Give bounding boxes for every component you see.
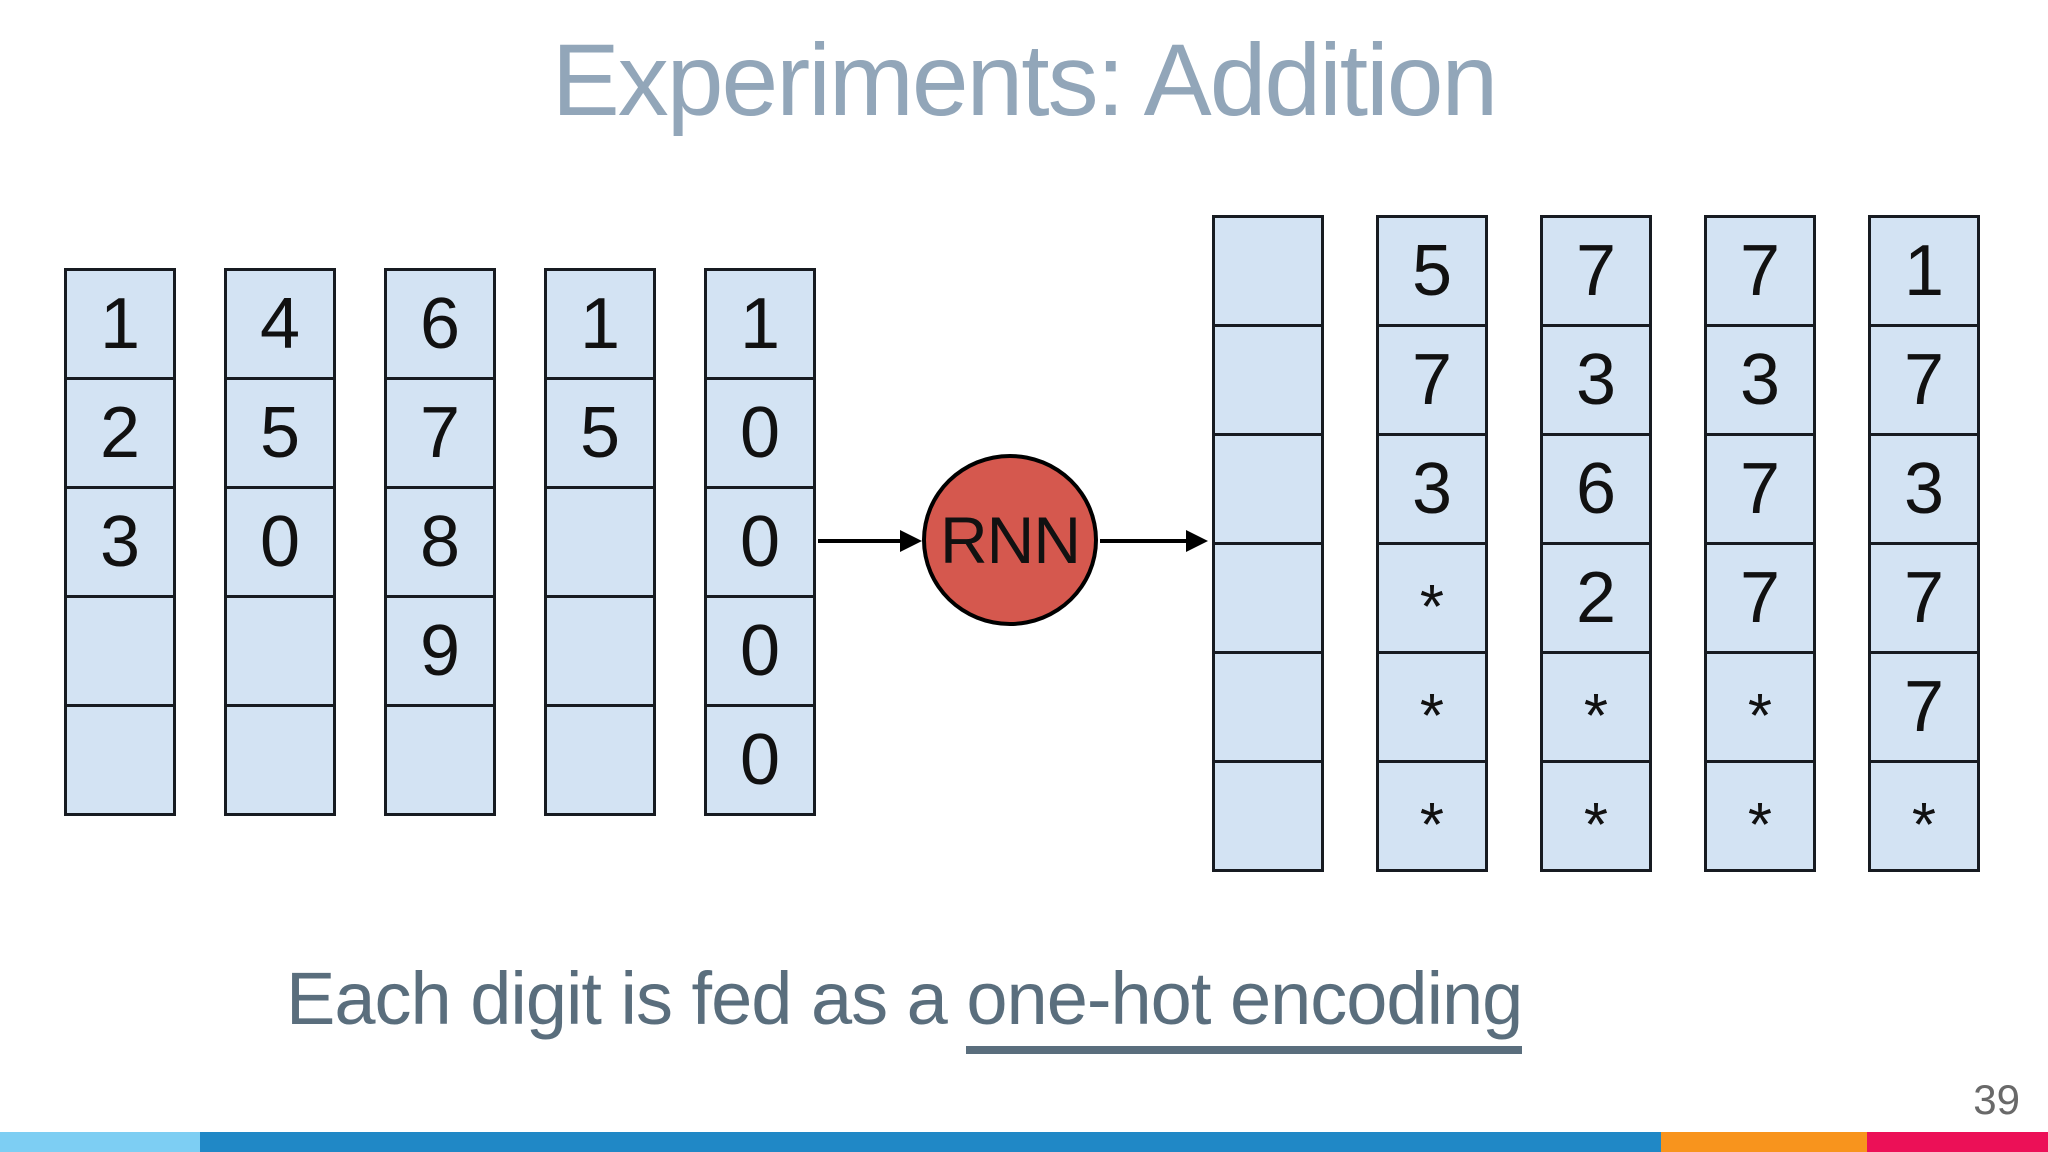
footer-color-bar: [0, 1132, 2048, 1152]
value-cell: 3: [1540, 324, 1652, 436]
rnn-to-output-arrow: [1100, 539, 1188, 543]
empty-cell: [1212, 542, 1324, 654]
value-cell: *: [1376, 651, 1488, 763]
value-cell: *: [1704, 651, 1816, 763]
empty-cell: [1212, 651, 1324, 763]
value-cell: 5: [1376, 215, 1488, 327]
value-cell: 7: [1376, 324, 1488, 436]
value-cell: 0: [704, 595, 816, 707]
value-cell: 5: [224, 377, 336, 489]
value-cell: 6: [1540, 433, 1652, 545]
value-cell: 7: [1704, 433, 1816, 545]
empty-cell: [384, 704, 496, 816]
value-cell: 3: [1868, 433, 1980, 545]
value-cell: *: [1704, 760, 1816, 872]
value-cell: 1: [544, 268, 656, 380]
value-cell: 1: [64, 268, 176, 380]
empty-cell: [1212, 215, 1324, 327]
value-cell: *: [1376, 542, 1488, 654]
value-cell: 7: [1868, 542, 1980, 654]
value-cell: 1: [1868, 215, 1980, 327]
footer-bar-segment-pink: [1867, 1132, 2048, 1152]
value-cell: *: [1540, 760, 1652, 872]
value-cell: 3: [1376, 433, 1488, 545]
value-cell: 0: [704, 377, 816, 489]
empty-cell: [64, 704, 176, 816]
value-cell: 7: [1868, 324, 1980, 436]
rnn-to-output-arrowhead-icon: [1186, 530, 1208, 552]
value-cell: 1: [704, 268, 816, 380]
value-cell: 7: [1540, 215, 1652, 327]
value-cell: 7: [1704, 215, 1816, 327]
value-cell: 3: [1704, 324, 1816, 436]
rnn-node: RNN: [922, 454, 1098, 626]
value-cell: *: [1868, 760, 1980, 872]
value-cell: 9: [384, 595, 496, 707]
value-cell: *: [1376, 760, 1488, 872]
empty-cell: [1212, 324, 1324, 436]
value-cell: 3: [64, 486, 176, 598]
value-cell: 0: [704, 704, 816, 816]
empty-cell: [544, 704, 656, 816]
value-cell: 6: [384, 268, 496, 380]
value-cell: 8: [384, 486, 496, 598]
page-number: 39: [1973, 1076, 2020, 1123]
caption-prefix: Each digit is fed as a: [286, 957, 967, 1040]
input-to-rnn-arrow: [818, 539, 902, 543]
value-cell: 2: [1540, 542, 1652, 654]
value-cell: 7: [1704, 542, 1816, 654]
empty-cell: [224, 704, 336, 816]
value-cell: 2: [64, 377, 176, 489]
footer-bar-segment-orange: [1661, 1132, 1867, 1152]
caption-underlined-term: one-hot encoding: [966, 957, 1523, 1054]
input-to-rnn-arrowhead-icon: [900, 530, 922, 552]
slide-title: Experiments: Addition: [551, 23, 1499, 137]
empty-cell: [1212, 433, 1324, 545]
empty-cell: [64, 595, 176, 707]
encoding-column: [1212, 215, 1324, 872]
value-cell: 5: [544, 377, 656, 489]
footer-bar-segment-blue: [200, 1132, 1661, 1152]
value-cell: 0: [224, 486, 336, 598]
footer-bar-segment-light-blue: [0, 1132, 200, 1152]
caption: Each digit is fed as a one-hot encoding: [286, 956, 1523, 1054]
value-cell: *: [1540, 651, 1652, 763]
empty-cell: [224, 595, 336, 707]
value-cell: 4: [224, 268, 336, 380]
empty-cell: [544, 486, 656, 598]
value-cell: 0: [704, 486, 816, 598]
value-cell: 7: [384, 377, 496, 489]
empty-cell: [1212, 760, 1324, 872]
value-cell: 7: [1868, 651, 1980, 763]
empty-cell: [544, 595, 656, 707]
